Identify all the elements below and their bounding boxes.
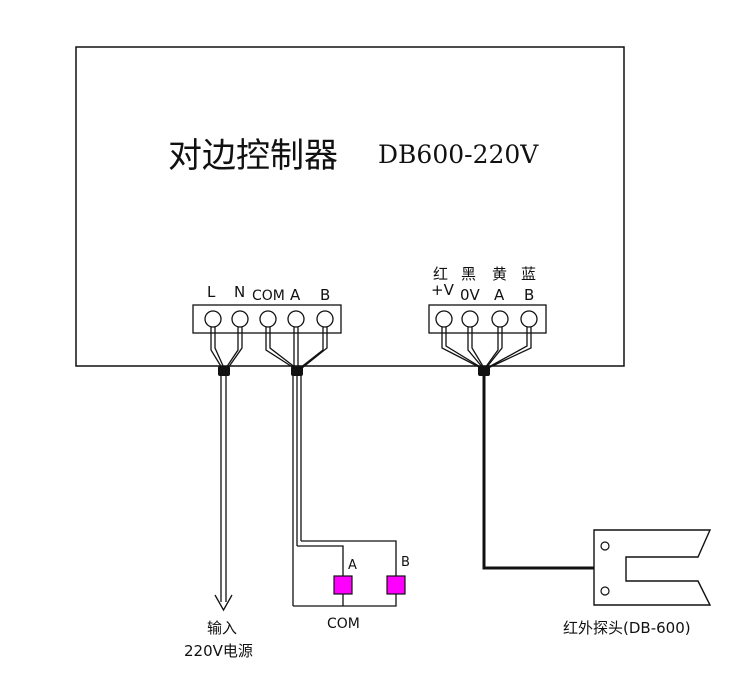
terminal-signal-v: +V (431, 281, 455, 299)
controller-title: 对边控制器 (168, 136, 338, 176)
relay-label-com: COM (327, 616, 360, 632)
terminal-color-red: 红 (433, 265, 448, 283)
sensor-mount-hole-top (600, 541, 610, 551)
terminal-signal-a: A (494, 286, 505, 304)
sensor-label: 红外探头(DB-600) (563, 619, 691, 637)
terminal-color-yellow: 黄 (492, 265, 507, 283)
terminal-label-com: COM (252, 288, 285, 304)
terminal-color-black: 黑 (461, 265, 476, 283)
terminal-label-l: L (207, 283, 216, 301)
relay-cable (292, 376, 397, 607)
sensor-wires (441, 327, 532, 369)
sensor-cable (482, 376, 595, 570)
power-cable (214, 376, 233, 612)
terminal-screw-a2 (491, 310, 509, 328)
terminal-screw-b (316, 310, 334, 328)
terminal-label-b: B (320, 286, 330, 304)
sensor-grommet (478, 366, 490, 376)
terminal-label-a: A (290, 286, 301, 304)
terminal-color-blue: 蓝 (521, 265, 536, 283)
power-voltage-label: 220V电源 (184, 642, 253, 660)
relay-label-a: A (348, 558, 357, 573)
sensor-mount-hole-bottom (600, 586, 610, 596)
controller-model: DB600-220V (378, 140, 539, 169)
terminal-block-2 (428, 304, 547, 334)
terminal-screw-n (231, 310, 249, 328)
relay-contact-b (386, 575, 406, 595)
power-grommet (218, 366, 230, 376)
terminal-signal-0v: 0V (460, 286, 481, 304)
relay-wires (265, 327, 328, 369)
terminal-screw-a (287, 310, 305, 328)
terminal-signal-b: B (524, 286, 534, 304)
relay-label-b: B (401, 555, 410, 570)
terminal-screw-v (435, 310, 453, 328)
power-input-label: 输入 (207, 619, 237, 637)
terminal-screw-com (259, 310, 277, 328)
terminal-label-n: N (234, 283, 245, 301)
terminal-screw-l (204, 310, 222, 328)
terminal-block-1 (192, 304, 342, 334)
relay-contact-a (333, 575, 353, 595)
relay-grommet (291, 366, 303, 376)
power-wires (210, 327, 243, 369)
terminal-screw-0v (461, 310, 479, 328)
infrared-sensor (593, 529, 712, 606)
terminal-screw-b2 (520, 310, 538, 328)
